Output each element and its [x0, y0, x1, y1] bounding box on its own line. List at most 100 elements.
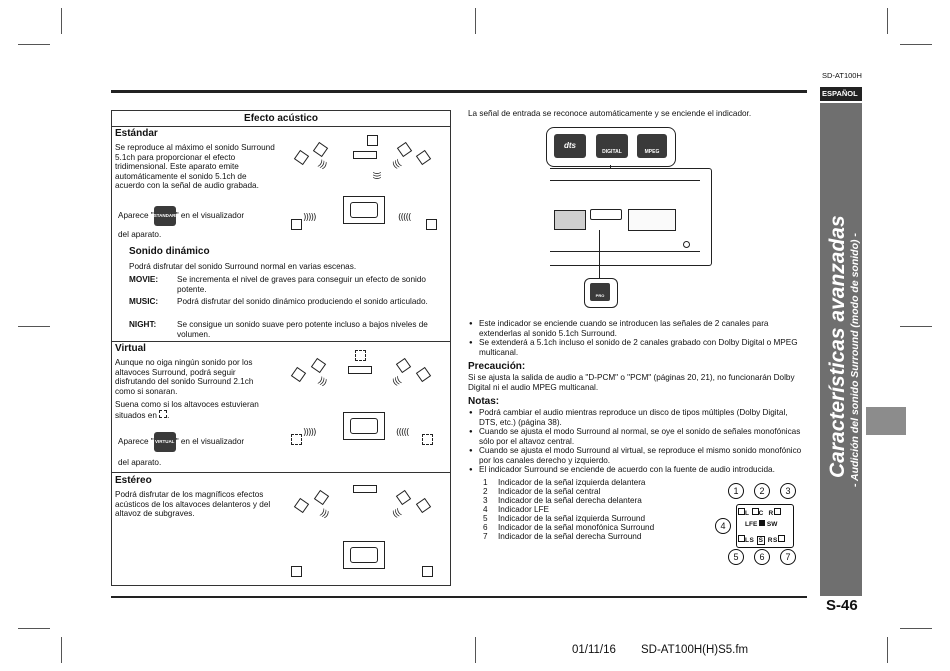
- center-bar-icon: [353, 485, 377, 493]
- callout-6: 6: [754, 549, 770, 565]
- footer-date: 01/11/16: [572, 644, 616, 656]
- surround-left-speaker-icon: [291, 566, 302, 577]
- side-bar: [820, 103, 862, 596]
- virtual-center-speaker-icon: [355, 350, 366, 361]
- lang-tab: [820, 87, 862, 101]
- legend-number: 7: [483, 532, 488, 541]
- crop-mark: [475, 8, 476, 34]
- bottom-rule: [111, 596, 807, 598]
- channel-box-icon: [738, 535, 745, 542]
- callout-2: 2: [754, 483, 770, 499]
- lfe-box-icon: [759, 520, 766, 526]
- crop-mark: [18, 326, 50, 327]
- estandar-aparece-2: del aparato.: [118, 230, 162, 239]
- side-subtitle: - Audición del sonido Surround (modo de …: [849, 233, 861, 487]
- virtual-title: Virtual: [115, 343, 146, 354]
- prologic-badge-icon: PRO LOGIC: [590, 283, 610, 324]
- indicator-strip-icon: [590, 209, 622, 220]
- sound-wave-icon: ))))): [303, 428, 317, 438]
- label-rs: RS: [767, 537, 778, 544]
- callout-7: 7: [780, 549, 796, 565]
- label-lfe: LFE: [745, 521, 758, 528]
- center-bar-icon: [348, 366, 372, 374]
- virtual-aparece: Aparece "VIRTUAL" en el visualizador: [118, 431, 288, 453]
- virtual-surround-right-icon: [422, 434, 433, 445]
- dinamico-term-movie: MOVIE:: [129, 275, 159, 284]
- legend-number: 2: [483, 487, 488, 496]
- crop-mark: [18, 44, 50, 45]
- dinamico-desc-movie: Se incrementa el nivel de graves para co…: [177, 275, 426, 294]
- callout-1: 1: [728, 483, 744, 499]
- channel-box-icon: [773, 508, 781, 515]
- dinamico-desc-music: Podrá disfrutar del sonido dinámico prod…: [177, 297, 428, 306]
- panel-row-surround: LS S RS: [738, 535, 785, 545]
- note-item: Cuando se ajusta el modo Surround al vir…: [469, 446, 807, 465]
- estereo-title: Estéreo: [115, 475, 152, 486]
- aparece-pre: Aparece ": [118, 437, 154, 446]
- estandar-aparece: Aparece "STANDARD" en el visualizador: [118, 205, 288, 227]
- surround-right-speaker-icon: [426, 219, 437, 230]
- divider: [111, 126, 451, 127]
- legend-number: 1: [483, 478, 488, 487]
- precaucion-title: Precaución:: [468, 361, 526, 372]
- legend-number: 6: [483, 523, 488, 532]
- legend-label: Indicador LFE: [498, 505, 549, 514]
- sound-wave-icon: (((((: [398, 213, 412, 223]
- dashed-speaker-icon: [159, 409, 168, 418]
- listener-sofa-icon: [343, 541, 385, 569]
- crop-mark: [887, 8, 888, 34]
- legend-label: Indicador de la señal derecha Surround: [498, 532, 642, 541]
- callout-3: 3: [780, 483, 796, 499]
- panel-row-lfe: LFE SW: [745, 520, 777, 528]
- channel-panel-icon: [736, 504, 794, 548]
- mpeg-badge-icon: MPEG: [637, 134, 667, 158]
- footer-file: SD-AT100H(H)S5.fm: [641, 644, 749, 656]
- lang-label: ESPAÑOL: [822, 89, 858, 98]
- dinamico-term-night: NIGHT:: [129, 320, 157, 329]
- virtual-note: Suena como si los altavoces estuvieran s…: [115, 400, 259, 420]
- leader-line: [599, 230, 600, 278]
- crop-mark: [61, 8, 62, 34]
- virtual-surround-left-icon: [291, 434, 302, 445]
- crop-mark: [900, 44, 932, 45]
- legend-label: Indicador de la señal izquierda Surround: [498, 514, 646, 523]
- channel-box-icon: [751, 508, 759, 515]
- virtual-body: Aunque no oiga ningún sonido por los alt…: [115, 358, 254, 396]
- legend-number: 5: [483, 514, 488, 523]
- bullet-item: Este indicador se enciende cuando se int…: [469, 319, 807, 338]
- label-sw: SW: [766, 521, 778, 528]
- aparece-pre: Aparece ": [118, 211, 154, 220]
- thumb-tab: [866, 407, 906, 435]
- legend-number: 4: [483, 505, 488, 514]
- panel-row-front: L C R: [738, 508, 781, 517]
- effect-table: [111, 110, 451, 586]
- crop-mark: [61, 637, 62, 663]
- bullet-item: Se extenderá a 5.1ch incluso el sonido d…: [469, 338, 807, 357]
- crop-mark: [887, 637, 888, 663]
- listener-sofa-icon: [343, 412, 385, 440]
- page-number: S-46: [826, 597, 858, 614]
- virtual-display-icon: VIRTUAL: [153, 431, 176, 452]
- legend-label: Indicador de la señal monofónica Surroun…: [498, 523, 655, 532]
- label-r: R: [768, 510, 774, 517]
- aparece-post: " en el visualizador: [175, 437, 245, 446]
- legend-number: 3: [483, 496, 488, 505]
- dinamico-term-music: MUSIC:: [129, 297, 159, 306]
- crop-mark: [18, 628, 50, 629]
- channel-box-icon: [777, 535, 785, 542]
- note-item: El indicador Surround se enciende de acu…: [469, 465, 807, 475]
- virtual-note-text: Suena como si los altavoces estuvieran s…: [115, 400, 259, 420]
- notas-title: Notas:: [468, 396, 500, 407]
- sound-wave-icon: ))))): [303, 213, 317, 223]
- callout-4: 4: [715, 518, 731, 534]
- top-rule: [111, 90, 807, 93]
- legend-label: Indicador de la señal derecha delantera: [498, 496, 642, 505]
- crop-mark: [900, 326, 932, 327]
- label-l: L: [745, 510, 750, 517]
- dts-badge-icon: dts: [554, 134, 586, 158]
- sound-wave-icon: (((((: [396, 428, 410, 438]
- right-intro: La señal de entrada se reconoce automáti…: [468, 109, 752, 118]
- button-grid-icon: [628, 209, 676, 231]
- note-item: Podrá cambiar el audio mientras reproduc…: [469, 408, 807, 427]
- label-s: S: [756, 536, 766, 545]
